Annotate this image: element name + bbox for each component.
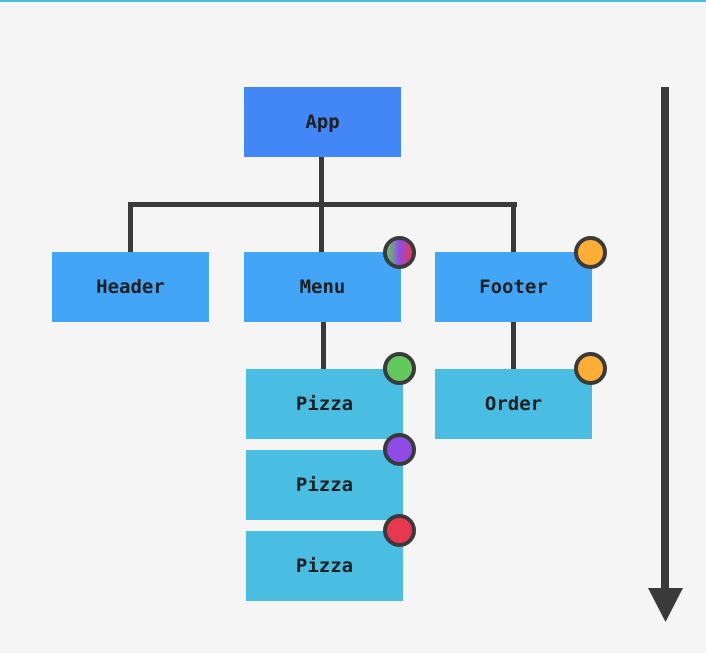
app-node: App (244, 87, 401, 157)
connector-footer (511, 202, 516, 252)
pizza-2-state-dot (383, 433, 416, 466)
connector-menu-pizza (321, 322, 326, 370)
pizza-3-state-dot (383, 514, 416, 547)
footer-node: Footer (435, 252, 592, 322)
menu-state-dot (383, 236, 416, 269)
header-node: Header (52, 252, 209, 322)
footer-state-dot (574, 236, 607, 269)
down-arrow-icon (648, 588, 683, 622)
connector-header (128, 202, 133, 252)
top-accent-line (0, 0, 706, 2)
pizza-node-1: Pizza (246, 369, 403, 439)
pizza-1-state-dot (383, 352, 416, 385)
order-state-dot (574, 352, 607, 385)
connector-menu (319, 202, 324, 252)
order-node: Order (435, 369, 592, 439)
down-arrow-shaft (661, 87, 669, 592)
menu-node: Menu (244, 252, 401, 322)
pizza-node-2: Pizza (246, 450, 403, 520)
connector-app-down (319, 157, 324, 206)
connector-footer-order (511, 322, 516, 370)
pizza-node-3: Pizza (246, 531, 403, 601)
